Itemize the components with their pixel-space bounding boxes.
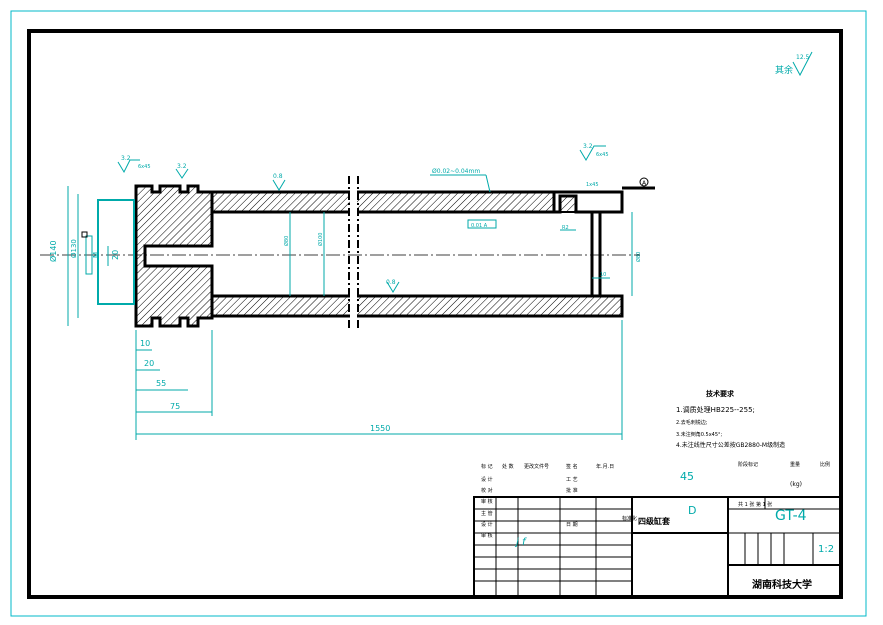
svg-text:55: 55 [156, 379, 166, 388]
svg-text:Ø0.02~0.04mm: Ø0.02~0.04mm [432, 168, 480, 175]
svg-text:Ø80: Ø80 [283, 236, 290, 246]
svg-text:3.2: 3.2 [583, 143, 593, 150]
letter-mark: D [688, 504, 696, 517]
svg-text:20: 20 [144, 359, 154, 368]
svg-text:主 管: 主 管 [481, 510, 493, 517]
svg-text:M: M [92, 252, 100, 258]
svg-text:6x45: 6x45 [138, 164, 151, 170]
svg-text:设 计: 设 计 [481, 521, 493, 528]
weight-unit: (kg) [790, 481, 802, 488]
scale-value: 1:2 [818, 544, 834, 555]
svg-text:设 计: 设 计 [481, 476, 493, 483]
sheet-info: 共 1 张 第 1 张 [738, 501, 772, 508]
roughness-symbols [117, 145, 606, 293]
svg-text:审 核: 审 核 [481, 498, 493, 505]
lower-wall [210, 294, 624, 318]
svg-text:工 艺: 工 艺 [566, 477, 578, 483]
surface-finish-note: 其余 12.5 [775, 51, 813, 77]
tech-title: 技术要求 [706, 389, 735, 398]
svg-text:10: 10 [140, 339, 150, 348]
svg-text:处 数: 处 数 [502, 463, 514, 470]
svg-text:其余: 其余 [775, 64, 793, 76]
svg-text:签 名: 签 名 [566, 463, 578, 470]
svg-text:校 对: 校 对 [481, 487, 493, 494]
svg-text:Ø140: Ø140 [48, 240, 58, 262]
svg-text:更改文件号: 更改文件号 [524, 463, 549, 470]
dimensions [67, 186, 633, 440]
svg-text:6x45: 6x45 [596, 152, 609, 158]
inner-frame [27, 29, 843, 599]
svg-text:标 记: 标 记 [481, 463, 493, 470]
svg-text:A: A [642, 180, 647, 187]
school-name: 湖南科技大学 [752, 578, 812, 591]
datum-a: A [622, 177, 655, 190]
svg-text:标准化: 标准化 [622, 515, 637, 522]
tech-item: 1.调质处理HB225--255; [676, 405, 755, 414]
tech-item: 3.未注倒角0.5x45°; [676, 431, 723, 438]
material-value: 45 [680, 470, 694, 483]
sleeve-part [40, 176, 640, 330]
technical-requirements: 技术要求 1.调质处理HB225--255; 2.去毛刺锐边; 3.未注倒角0.… [676, 389, 785, 449]
svg-text:重量: 重量 [790, 461, 800, 468]
svg-text:1550: 1550 [370, 424, 390, 433]
svg-text:R2: R2 [562, 225, 569, 231]
svg-text:比例: 比例 [820, 461, 830, 468]
straightness-callout: Ø0.02~0.04mm [430, 168, 491, 193]
drawing-number: GT-4 [775, 508, 807, 524]
svg-text:20: 20 [111, 250, 120, 260]
svg-text:3.2: 3.2 [121, 155, 131, 162]
svg-text:0.8: 0.8 [386, 279, 396, 286]
svg-text:审 核: 审 核 [481, 532, 493, 539]
svg-text:阶段标记: 阶段标记 [738, 461, 758, 468]
svg-text:10: 10 [600, 272, 606, 278]
svg-text:3.2: 3.2 [177, 163, 187, 170]
svg-text:1x45: 1x45 [586, 182, 599, 188]
upper-wall [210, 190, 556, 214]
svg-text:12.5: 12.5 [796, 54, 810, 61]
svg-text:75: 75 [170, 402, 180, 411]
svg-text:Ø130: Ø130 [70, 239, 78, 258]
runout-frame: 0.01 A [467, 219, 497, 229]
svg-text:0.8: 0.8 [273, 173, 283, 180]
svg-text:Ø100: Ø100 [317, 233, 324, 246]
outer-border [10, 10, 867, 617]
inner-groove [590, 210, 602, 298]
svg-text:日 期: 日 期 [566, 522, 578, 528]
handwriting: j f [514, 537, 527, 548]
left-end-hatch [134, 184, 214, 328]
svg-text:年.月.日: 年.月.日 [596, 463, 614, 470]
svg-text:Ø80: Ø80 [635, 252, 642, 262]
tech-item: 4.未注线性尺寸公差按GB2880-M级制造 [676, 441, 785, 449]
svg-text:批 准: 批 准 [566, 487, 578, 494]
svg-text:0.01 A: 0.01 A [471, 223, 488, 229]
title-block: 标 记 处 数 更改文件号 签 名 年.月.日 设 计 校 对 审 核 工 艺 … [473, 461, 842, 598]
tech-item: 2.去毛刺锐边; [676, 419, 708, 426]
part-name: 四级缸套 [638, 516, 671, 526]
